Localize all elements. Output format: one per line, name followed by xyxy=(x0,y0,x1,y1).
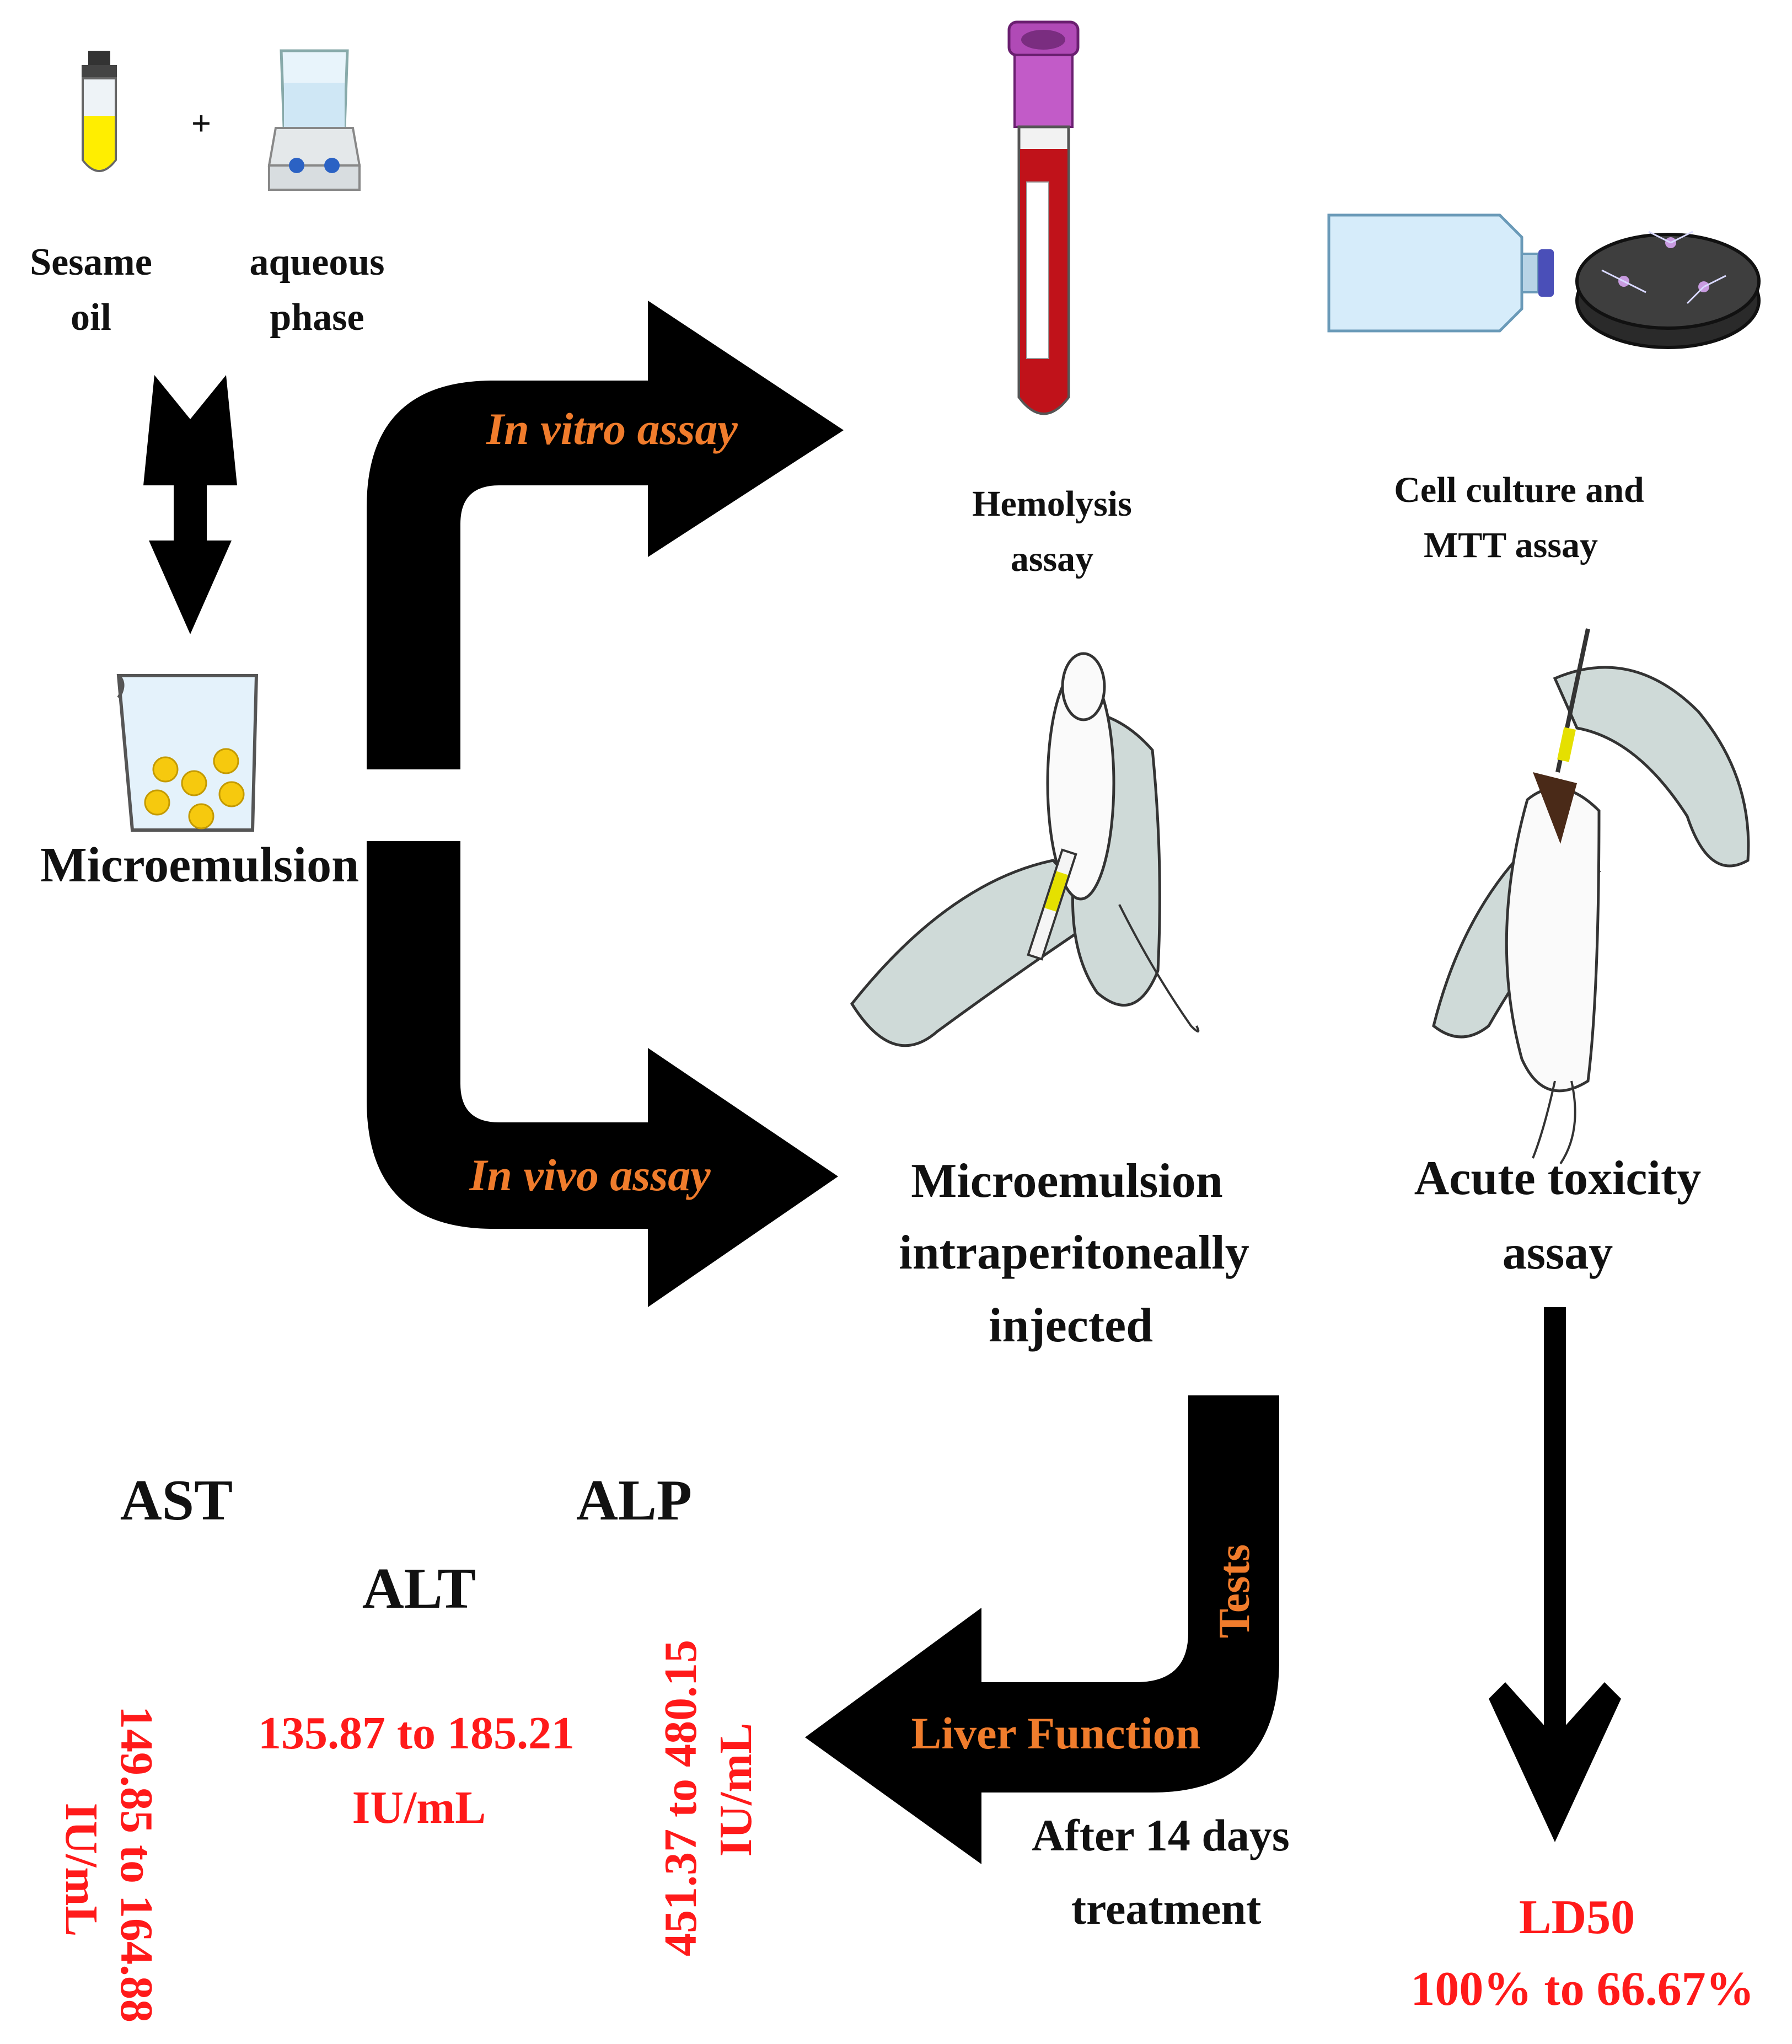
oil-label-line2: oil xyxy=(71,296,111,339)
ld50-label: LD50 xyxy=(1519,1891,1635,1944)
acute-label-line1: Acute toxicity xyxy=(1414,1152,1701,1205)
after-days-label: After 14 days xyxy=(1032,1810,1290,1860)
cell-culture-label-line1: Cell culture and xyxy=(1394,470,1644,510)
petri-dish-icon xyxy=(1575,231,1761,349)
injection-label-line3: injected xyxy=(989,1299,1153,1352)
aqueous-label-line2: phase xyxy=(270,296,364,339)
plus-sign: + xyxy=(191,104,211,143)
in-vitro-label: In vitro assay xyxy=(486,404,738,454)
ast-range-value: 149.85 to 164.88 xyxy=(111,1706,162,2022)
aqueous-label-line1: aqueous xyxy=(249,241,384,283)
oil-test-tube-icon xyxy=(82,51,117,172)
cell-culture-label-line2: MTT assay xyxy=(1424,525,1598,565)
tests-label: Tests xyxy=(1210,1544,1259,1638)
microemulsion-beaker-icon xyxy=(116,674,259,832)
mixing-down-arrow xyxy=(143,375,237,634)
mouse-injection-icon xyxy=(850,652,1200,1047)
alp-range-value: 451.37 to 480.15 xyxy=(655,1640,706,1956)
hemolysis-label-line1: Hemolysis xyxy=(972,484,1132,524)
liver-function-arrow xyxy=(805,1395,1279,1864)
acute-label-line2: assay xyxy=(1503,1226,1613,1280)
culture-flask-icon xyxy=(1327,213,1554,333)
ast-unit: IU/mL xyxy=(56,1803,107,1937)
hemolysis-label-line2: assay xyxy=(1011,539,1093,579)
ast-label: AST xyxy=(120,1468,233,1532)
alt-label: ALT xyxy=(362,1556,476,1620)
alt-range-value: 135.87 to 185.21 xyxy=(258,1708,575,1759)
alp-unit: IU/mL xyxy=(710,1723,761,1857)
ld50-range-value: 100% to 66.67% xyxy=(1410,1962,1754,2016)
alp-label: ALP xyxy=(576,1468,692,1532)
injection-label-line1: Microemulsion xyxy=(911,1154,1222,1208)
in-vivo-label: In vivo assay xyxy=(469,1150,711,1200)
microemulsion-label: Microemulsion xyxy=(40,838,359,892)
in-vivo-arrow xyxy=(367,841,838,1307)
magnetic-stirrer-icon xyxy=(267,49,361,191)
injection-label-line2: intraperitoneally xyxy=(899,1226,1249,1280)
treatment-label: treatment xyxy=(1071,1884,1262,1934)
ld50-down-arrow xyxy=(1489,1307,1621,1842)
blood-tube-icon xyxy=(1007,20,1080,415)
in-vitro-arrow xyxy=(367,301,844,769)
liver-function-label: Liver Function xyxy=(911,1708,1201,1758)
alt-unit: IU/mL xyxy=(352,1782,486,1833)
oil-label-line1: Sesame xyxy=(30,241,152,283)
mouse-oral-gavage-icon xyxy=(1432,628,1750,1165)
